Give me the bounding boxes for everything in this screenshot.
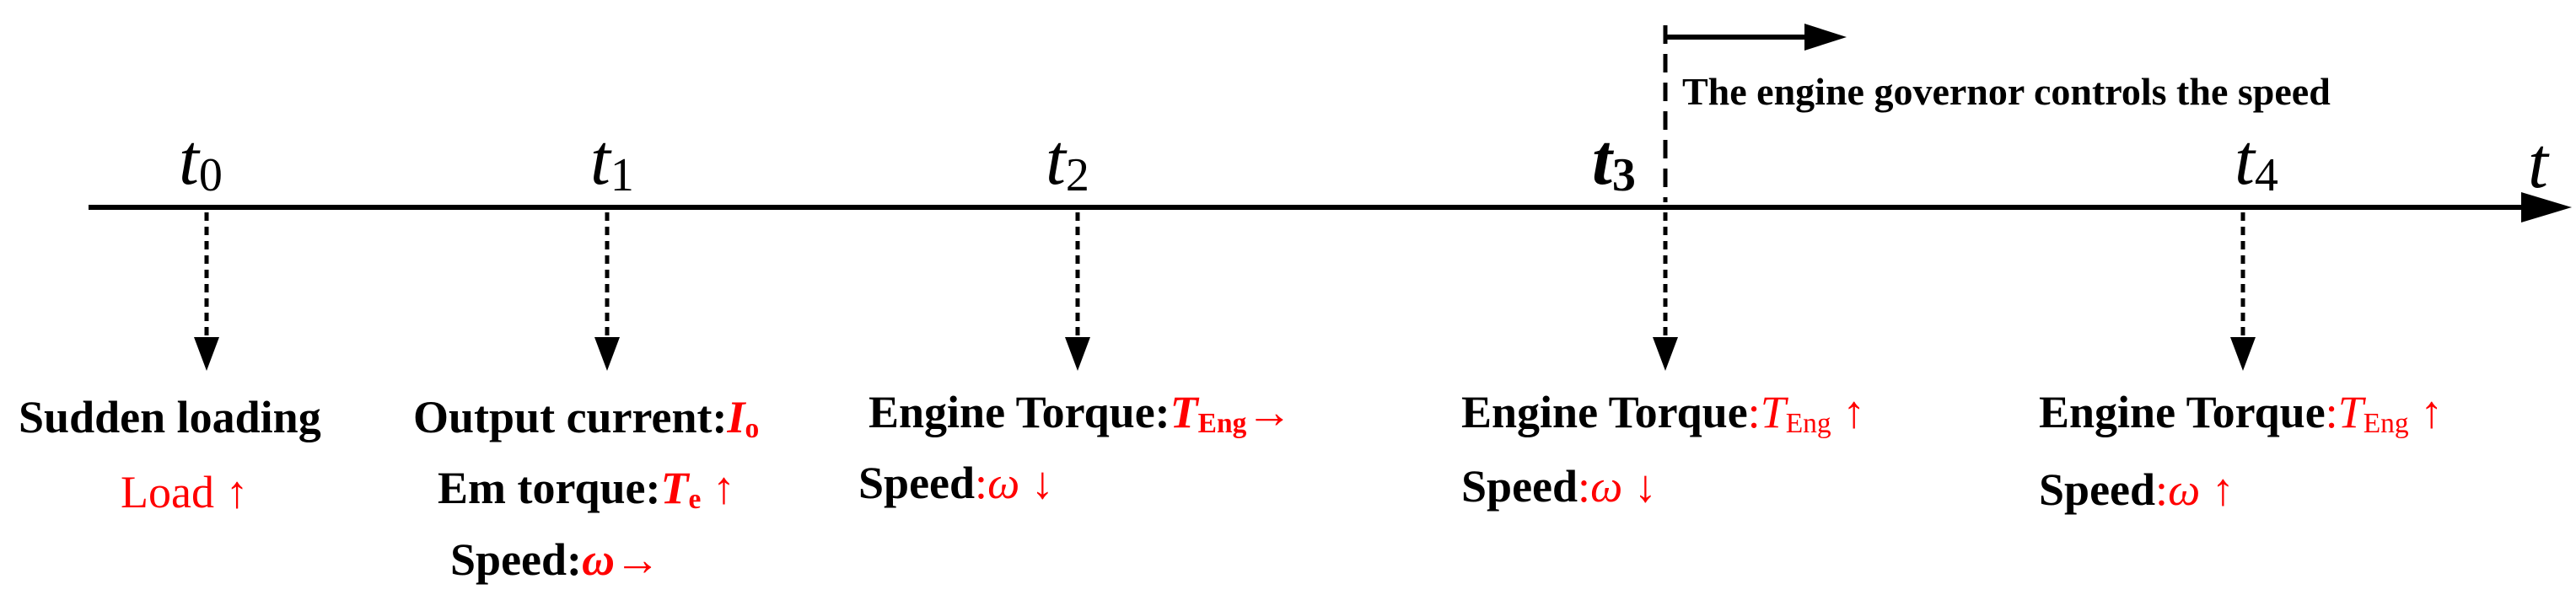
t0-load-label: Load	[121, 467, 214, 517]
down-arrow-t3-head	[1653, 337, 1678, 371]
t0-title: Sudden loading	[19, 392, 321, 442]
right-arrow-icon: →	[1246, 387, 1293, 437]
t1-line1-sub: e	[688, 484, 702, 516]
right-arrow-icon: →	[615, 534, 661, 585]
t4-line1-prefix: Speed	[2039, 464, 2156, 515]
t4-title-colon: :	[2325, 387, 2338, 437]
down-arrow-t0-head	[194, 337, 219, 371]
tick-t0: t0	[179, 119, 223, 201]
up-arrow-icon: ↑	[2211, 464, 2235, 515]
t3-title: Engine Torque:TEng ↑	[1461, 389, 1865, 438]
t3-line1-prefix: Speed	[1461, 461, 1578, 512]
t4-title-var: T	[2337, 387, 2364, 437]
up-arrow-icon: ↑	[1842, 387, 1866, 437]
t3-line1-colon: :	[1578, 461, 1591, 512]
tick-t2: t2	[1046, 119, 1089, 201]
t1-line2: Speed:ω→	[450, 537, 660, 582]
t3-line1-var: ω	[1590, 461, 1623, 512]
t3-title-prefix: Engine Torque	[1461, 387, 1748, 437]
t1-line1-prefix: Em torque:	[438, 463, 661, 513]
down-arrow-t2-head	[1065, 337, 1090, 371]
t2-title-var: T	[1170, 387, 1198, 437]
t3-line1: Speed:ω ↓	[1461, 464, 1657, 509]
t1-title-sub: o	[745, 413, 760, 445]
tick-t4: t4	[2235, 119, 2278, 201]
t4-line1: Speed:ω ↑	[2039, 467, 2235, 512]
t2-line1-colon: :	[975, 458, 988, 508]
down-arrow-t4-head	[2230, 337, 2256, 371]
tick-t3: t3	[1592, 119, 1636, 201]
t4-title-prefix: Engine Torque	[2039, 387, 2326, 437]
t1-title-prefix: Output current:	[413, 392, 728, 442]
time-axis-label: t	[2528, 122, 2550, 203]
t2-line1-prefix: Speed	[858, 458, 976, 508]
t1-title-var: I	[727, 392, 745, 442]
governor-note: The engine governor controls the speed	[1682, 70, 2331, 113]
t3-title-sub: Eng	[1785, 408, 1831, 440]
t4-line1-colon: :	[2155, 464, 2169, 515]
down-arrow-icon: ↓	[1030, 458, 1054, 508]
t3-title-colon: :	[1747, 387, 1761, 437]
t2-title-prefix: Engine Torque:	[869, 387, 1170, 437]
t1-title: Output current:Io	[413, 394, 759, 443]
t2-line1: Speed:ω ↓	[858, 460, 1054, 506]
up-arrow-icon: ↑	[2420, 387, 2444, 437]
t2-line1-var: ω	[987, 458, 1020, 508]
t1-line2-prefix: Speed:	[450, 534, 583, 585]
t3-title-var: T	[1760, 387, 1786, 437]
t0-line1: Load ↑	[121, 469, 248, 515]
t1-line1: Em torque:Te ↑	[438, 465, 735, 514]
t4-line1-var: ω	[2168, 464, 2201, 515]
time-axis-arrowhead	[2521, 192, 2572, 222]
t2-title-sub: Eng	[1197, 408, 1247, 440]
up-arrow-icon: ↑	[712, 463, 735, 513]
t1-line2-var: ω	[582, 534, 616, 585]
t2-title: Engine Torque:TEng→	[869, 389, 1292, 438]
down-arrow-t1-head	[594, 337, 620, 371]
t1-line1-var: T	[660, 463, 689, 513]
up-arrow-icon: ↑	[225, 467, 249, 517]
governor-arrow-head	[1804, 24, 1847, 51]
t4-title: Engine Torque:TEng ↑	[2039, 389, 2443, 438]
down-arrow-icon: ↓	[1633, 461, 1657, 512]
t4-title-sub: Eng	[2363, 408, 2409, 440]
tick-t1: t1	[590, 119, 634, 201]
